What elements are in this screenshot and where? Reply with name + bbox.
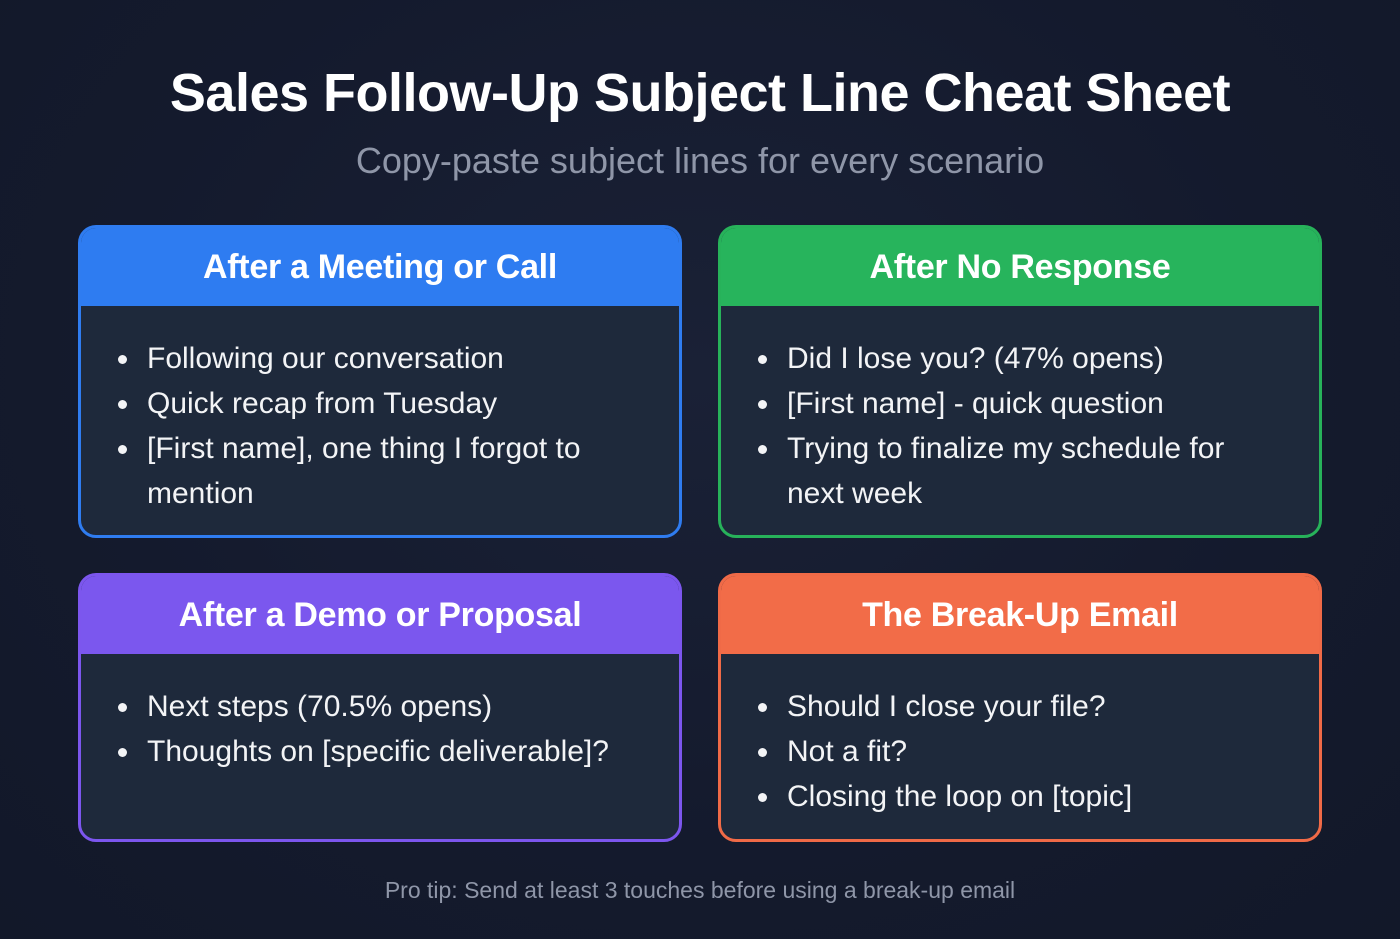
card-header: After No Response xyxy=(721,228,1319,306)
card-after-no-response: After No Response Did I lose you? (47% o… xyxy=(718,225,1322,538)
subject-line-item: Closing the loop on [topic] xyxy=(755,774,1319,819)
card-body: Next steps (70.5% opens) Thoughts on [sp… xyxy=(81,654,679,774)
subject-line-item: Did I lose you? (47% opens) xyxy=(755,336,1319,381)
subject-line-item: Thoughts on [specific deliverable]? xyxy=(115,729,679,774)
card-after-demo: After a Demo or Proposal Next steps (70.… xyxy=(78,573,682,842)
card-break-up-email: The Break-Up Email Should I close your f… xyxy=(718,573,1322,842)
subject-line-list: Should I close your file? Not a fit? Clo… xyxy=(755,684,1319,819)
subject-line-item: Not a fit? xyxy=(755,729,1319,774)
subject-line-item: Next steps (70.5% opens) xyxy=(115,684,679,729)
pro-tip: Pro tip: Send at least 3 touches before … xyxy=(384,877,1016,903)
card-body: Should I close your file? Not a fit? Clo… xyxy=(721,654,1319,819)
subject-line-item: Should I close your file? xyxy=(755,684,1319,729)
subject-line-item: Trying to finalize my schedule for next … xyxy=(755,426,1319,516)
card-header: After a Meeting or Call xyxy=(81,228,679,306)
card-body: Following our conversation Quick recap f… xyxy=(81,306,679,516)
subject-line-item: Quick recap from Tuesday xyxy=(115,381,679,426)
page-title: Sales Follow-Up Subject Line Cheat Sheet xyxy=(169,63,1231,123)
subject-line-list: Following our conversation Quick recap f… xyxy=(115,336,679,516)
page-subtitle: Copy-paste subject lines for every scena… xyxy=(355,140,1045,181)
subject-line-item: [First name] - quick question xyxy=(755,381,1319,426)
subject-line-item: [First name], one thing I forgot to ment… xyxy=(115,426,679,516)
subject-line-list: Did I lose you? (47% opens) [First name]… xyxy=(755,336,1319,516)
card-header: After a Demo or Proposal xyxy=(81,576,679,654)
subject-line-list: Next steps (70.5% opens) Thoughts on [sp… xyxy=(115,684,679,774)
card-body: Did I lose you? (47% opens) [First name]… xyxy=(721,306,1319,516)
card-header: The Break-Up Email xyxy=(721,576,1319,654)
subject-line-item: Following our conversation xyxy=(115,336,679,381)
card-after-meeting: After a Meeting or Call Following our co… xyxy=(78,225,682,538)
